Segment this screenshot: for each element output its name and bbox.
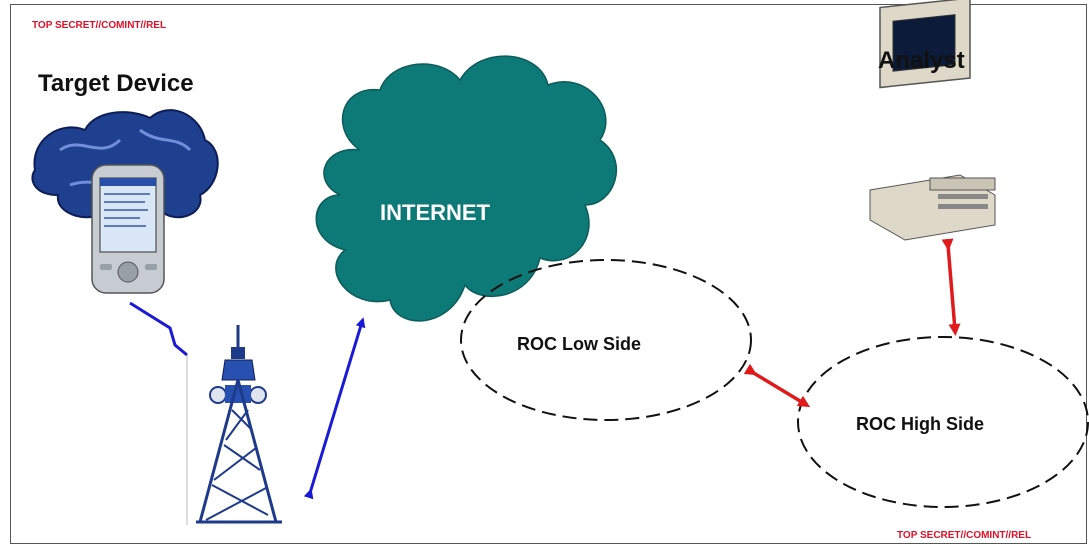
- analyst-roc-high-arrow: [941, 238, 961, 336]
- wireless-link-zigzag: [129, 301, 188, 357]
- internet-cloud-icon: [315, 55, 618, 322]
- analyst-label: Analyst: [878, 47, 965, 74]
- classification-bottom: TOP SECRET//COMINT//REL: [897, 530, 1032, 541]
- target-device-label: Target Device: [38, 70, 194, 97]
- roc-high-side-ellipse: [797, 336, 1089, 508]
- internet-label: INTERNET: [380, 200, 490, 225]
- roc-low-side-label: ROC Low Side: [517, 334, 642, 354]
- roc-high-side-label: ROC High Side: [856, 414, 985, 434]
- handheld-pda-icon: [31, 109, 219, 294]
- roc-low-side-ellipse: [460, 259, 752, 421]
- cell-tower-icon: [185, 325, 300, 525]
- tower-internet-arrow: [303, 317, 366, 500]
- roc-low-high-arrow: [743, 363, 811, 408]
- desktop-computer-icon: [869, 0, 996, 241]
- classification-top: TOP SECRET//COMINT//REL: [32, 20, 167, 31]
